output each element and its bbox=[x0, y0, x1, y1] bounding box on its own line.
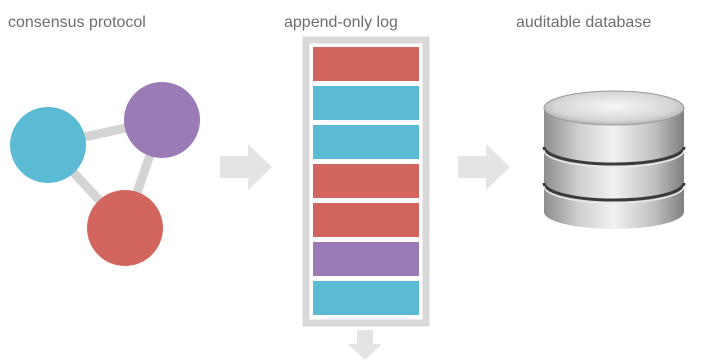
append-only-log bbox=[302, 36, 430, 327]
log-entry-red bbox=[313, 164, 419, 198]
log-entry-blue bbox=[313, 281, 419, 315]
database-icon bbox=[542, 90, 686, 229]
log-entry-red bbox=[313, 203, 419, 237]
label-auditable-database: auditable database bbox=[516, 14, 652, 31]
label-append-only-log: append-only log bbox=[284, 14, 398, 31]
log-entry-blue bbox=[313, 125, 419, 159]
node-purple bbox=[124, 82, 200, 158]
node-red bbox=[87, 190, 163, 266]
consensus-graph bbox=[10, 82, 200, 266]
label-consensus-protocol: consensus protocol bbox=[8, 14, 146, 31]
arrow-right-icon bbox=[458, 144, 510, 190]
log-entry-purple bbox=[313, 242, 419, 276]
log-entry-red bbox=[313, 47, 419, 81]
log-entry-blue bbox=[313, 86, 419, 120]
arrow-down-icon bbox=[348, 330, 382, 360]
arrow-right-icon bbox=[220, 144, 272, 190]
node-blue bbox=[10, 107, 86, 183]
